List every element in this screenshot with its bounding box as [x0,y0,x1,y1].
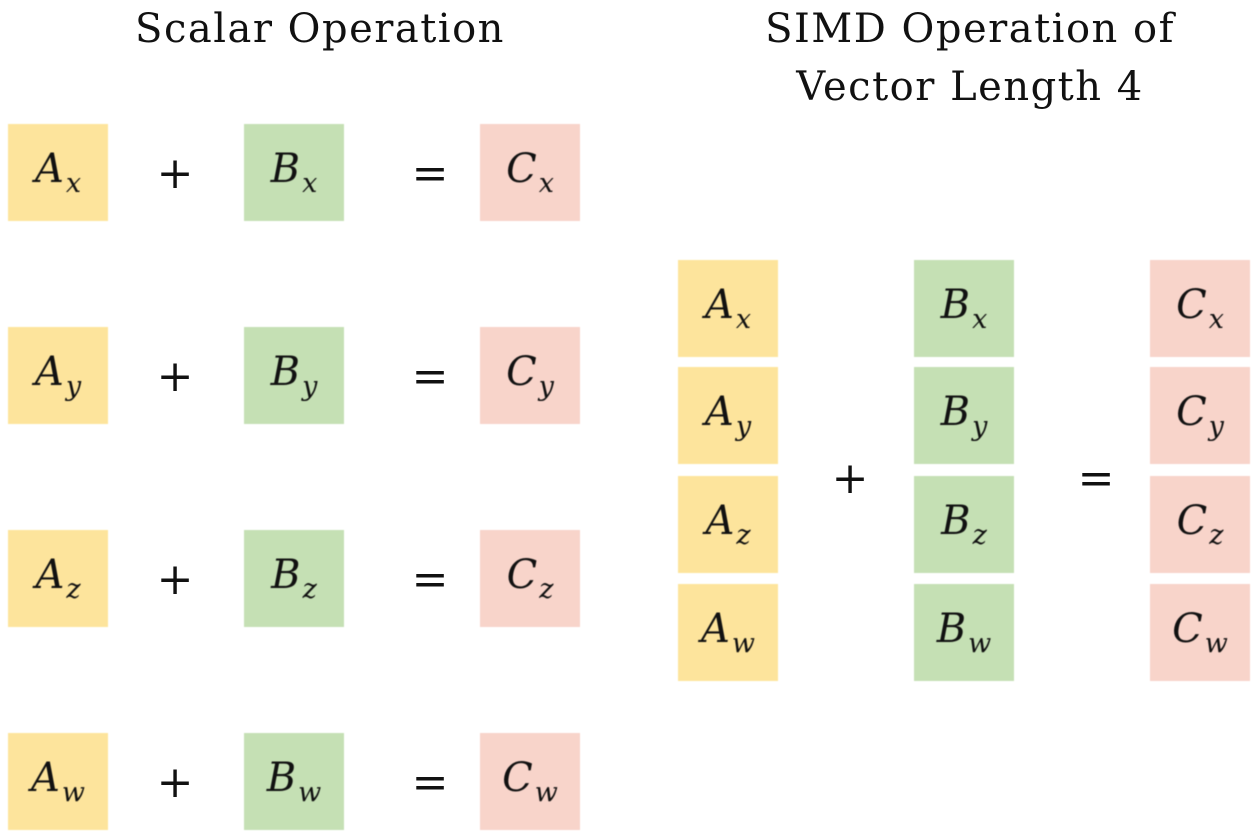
scalar-a-z-cell: Az [8,530,108,627]
vector-element-name: C [1176,282,1207,328]
simd-b-x-cell: Bx [914,260,1014,357]
vector-element-subscript: z [302,574,317,605]
vector-element-subscript: z [972,520,987,551]
scalar-plus-operator: + [156,757,194,808]
simd-a-z-cell: Az [678,476,778,573]
vector-element-name: A [34,349,64,395]
vector-element-subscript: x [302,168,318,199]
vector-element-name: B [940,282,971,328]
vector-element-name: B [270,146,301,192]
scalar-a-x-cell: Ax [8,124,108,221]
vector-element-name: B [266,755,297,801]
scalar-operation-title: Scalar Operation [135,6,505,52]
vector-element-name: B [940,389,971,435]
scalar-b-w-cell: Bw [244,733,344,830]
vector-element-name: A [34,146,64,192]
vector-element-subscript: w [534,777,558,808]
vector-element-name: B [270,349,301,395]
vector-element-name: C [502,755,533,801]
vector-element-subscript: w [298,777,322,808]
vector-element-name: C [1176,498,1208,544]
vector-element-name: B [271,552,301,598]
simd-a-x-cell: Ax [678,260,778,357]
vector-element-subscript: z [1209,520,1224,551]
scalar-b-z-cell: Bz [244,530,344,627]
scalar-a-y-cell: Ay [8,327,108,424]
scalar-b-x-cell: Bx [244,124,344,221]
vector-element-name: C [1172,606,1203,652]
vector-element-name: C [506,146,537,192]
vector-element-subscript: w [61,777,85,808]
scalar-c-w-cell: Cw [480,733,580,830]
simd-b-z-cell: Bz [914,476,1014,573]
scalar-a-w-cell: Aw [8,733,108,830]
vector-element-subscript: w [968,628,992,659]
vector-element-name: C [506,349,537,395]
scalar-equals-operator: = [411,757,449,808]
simd-c-x-cell: Cx [1150,260,1250,357]
simd-b-w-cell: Bw [914,584,1014,681]
simd-a-w-cell: Aw [678,584,778,681]
scalar-equals-operator: = [411,148,449,199]
vector-element-subscript: w [731,628,755,659]
vector-element-subscript: x [972,304,988,335]
vector-element-subscript: y [1208,411,1224,442]
vector-element-subscript: x [65,168,82,199]
scalar-c-z-cell: Cz [480,530,580,627]
vector-element-name: A [700,606,730,652]
vector-element-subscript: y [302,371,318,402]
scalar-b-y-cell: By [244,327,344,424]
scalar-plus-operator: + [156,351,194,402]
simd-c-z-cell: Cz [1150,476,1250,573]
simd-plus-operator: + [831,453,869,504]
scalar-c-y-cell: Cy [480,327,580,424]
vector-element-name: A [704,282,734,328]
scalar-plus-operator: + [156,148,194,199]
vector-element-subscript: z [539,574,554,605]
vector-element-subscript: z [66,574,81,605]
simd-operation-title: SIMD Operation of Vector Length 4 [680,0,1260,116]
simd-a-y-cell: Ay [678,367,778,464]
vector-element-name: A [35,552,65,598]
vector-element-subscript: y [972,411,988,442]
vector-element-subscript: x [538,168,554,199]
vector-element-name: C [1176,389,1207,435]
vector-element-name: C [506,552,538,598]
vector-element-subscript: y [65,371,82,402]
vector-element-subscript: x [1208,304,1224,335]
scalar-c-x-cell: Cx [480,124,580,221]
simd-c-y-cell: Cy [1150,367,1250,464]
vector-element-subscript: w [1204,628,1228,659]
simd-title-line-2: Vector Length 4 [796,64,1144,110]
vector-element-subscript: x [735,304,752,335]
vector-element-name: A [704,389,734,435]
scalar-equals-operator: = [411,351,449,402]
simd-b-y-cell: By [914,367,1014,464]
vector-element-subscript: y [538,371,554,402]
vector-element-subscript: y [735,411,752,442]
simd-c-w-cell: Cw [1150,584,1250,681]
scalar-equals-operator: = [411,554,449,605]
vector-element-name: A [705,498,735,544]
simd-title-line-1: SIMD Operation of [765,6,1175,52]
simd-equals-operator: = [1077,453,1115,504]
vector-element-name: A [30,755,60,801]
vector-element-subscript: z [736,520,751,551]
scalar-plus-operator: + [156,554,194,605]
vector-element-name: B [936,606,967,652]
vector-element-name: B [941,498,971,544]
